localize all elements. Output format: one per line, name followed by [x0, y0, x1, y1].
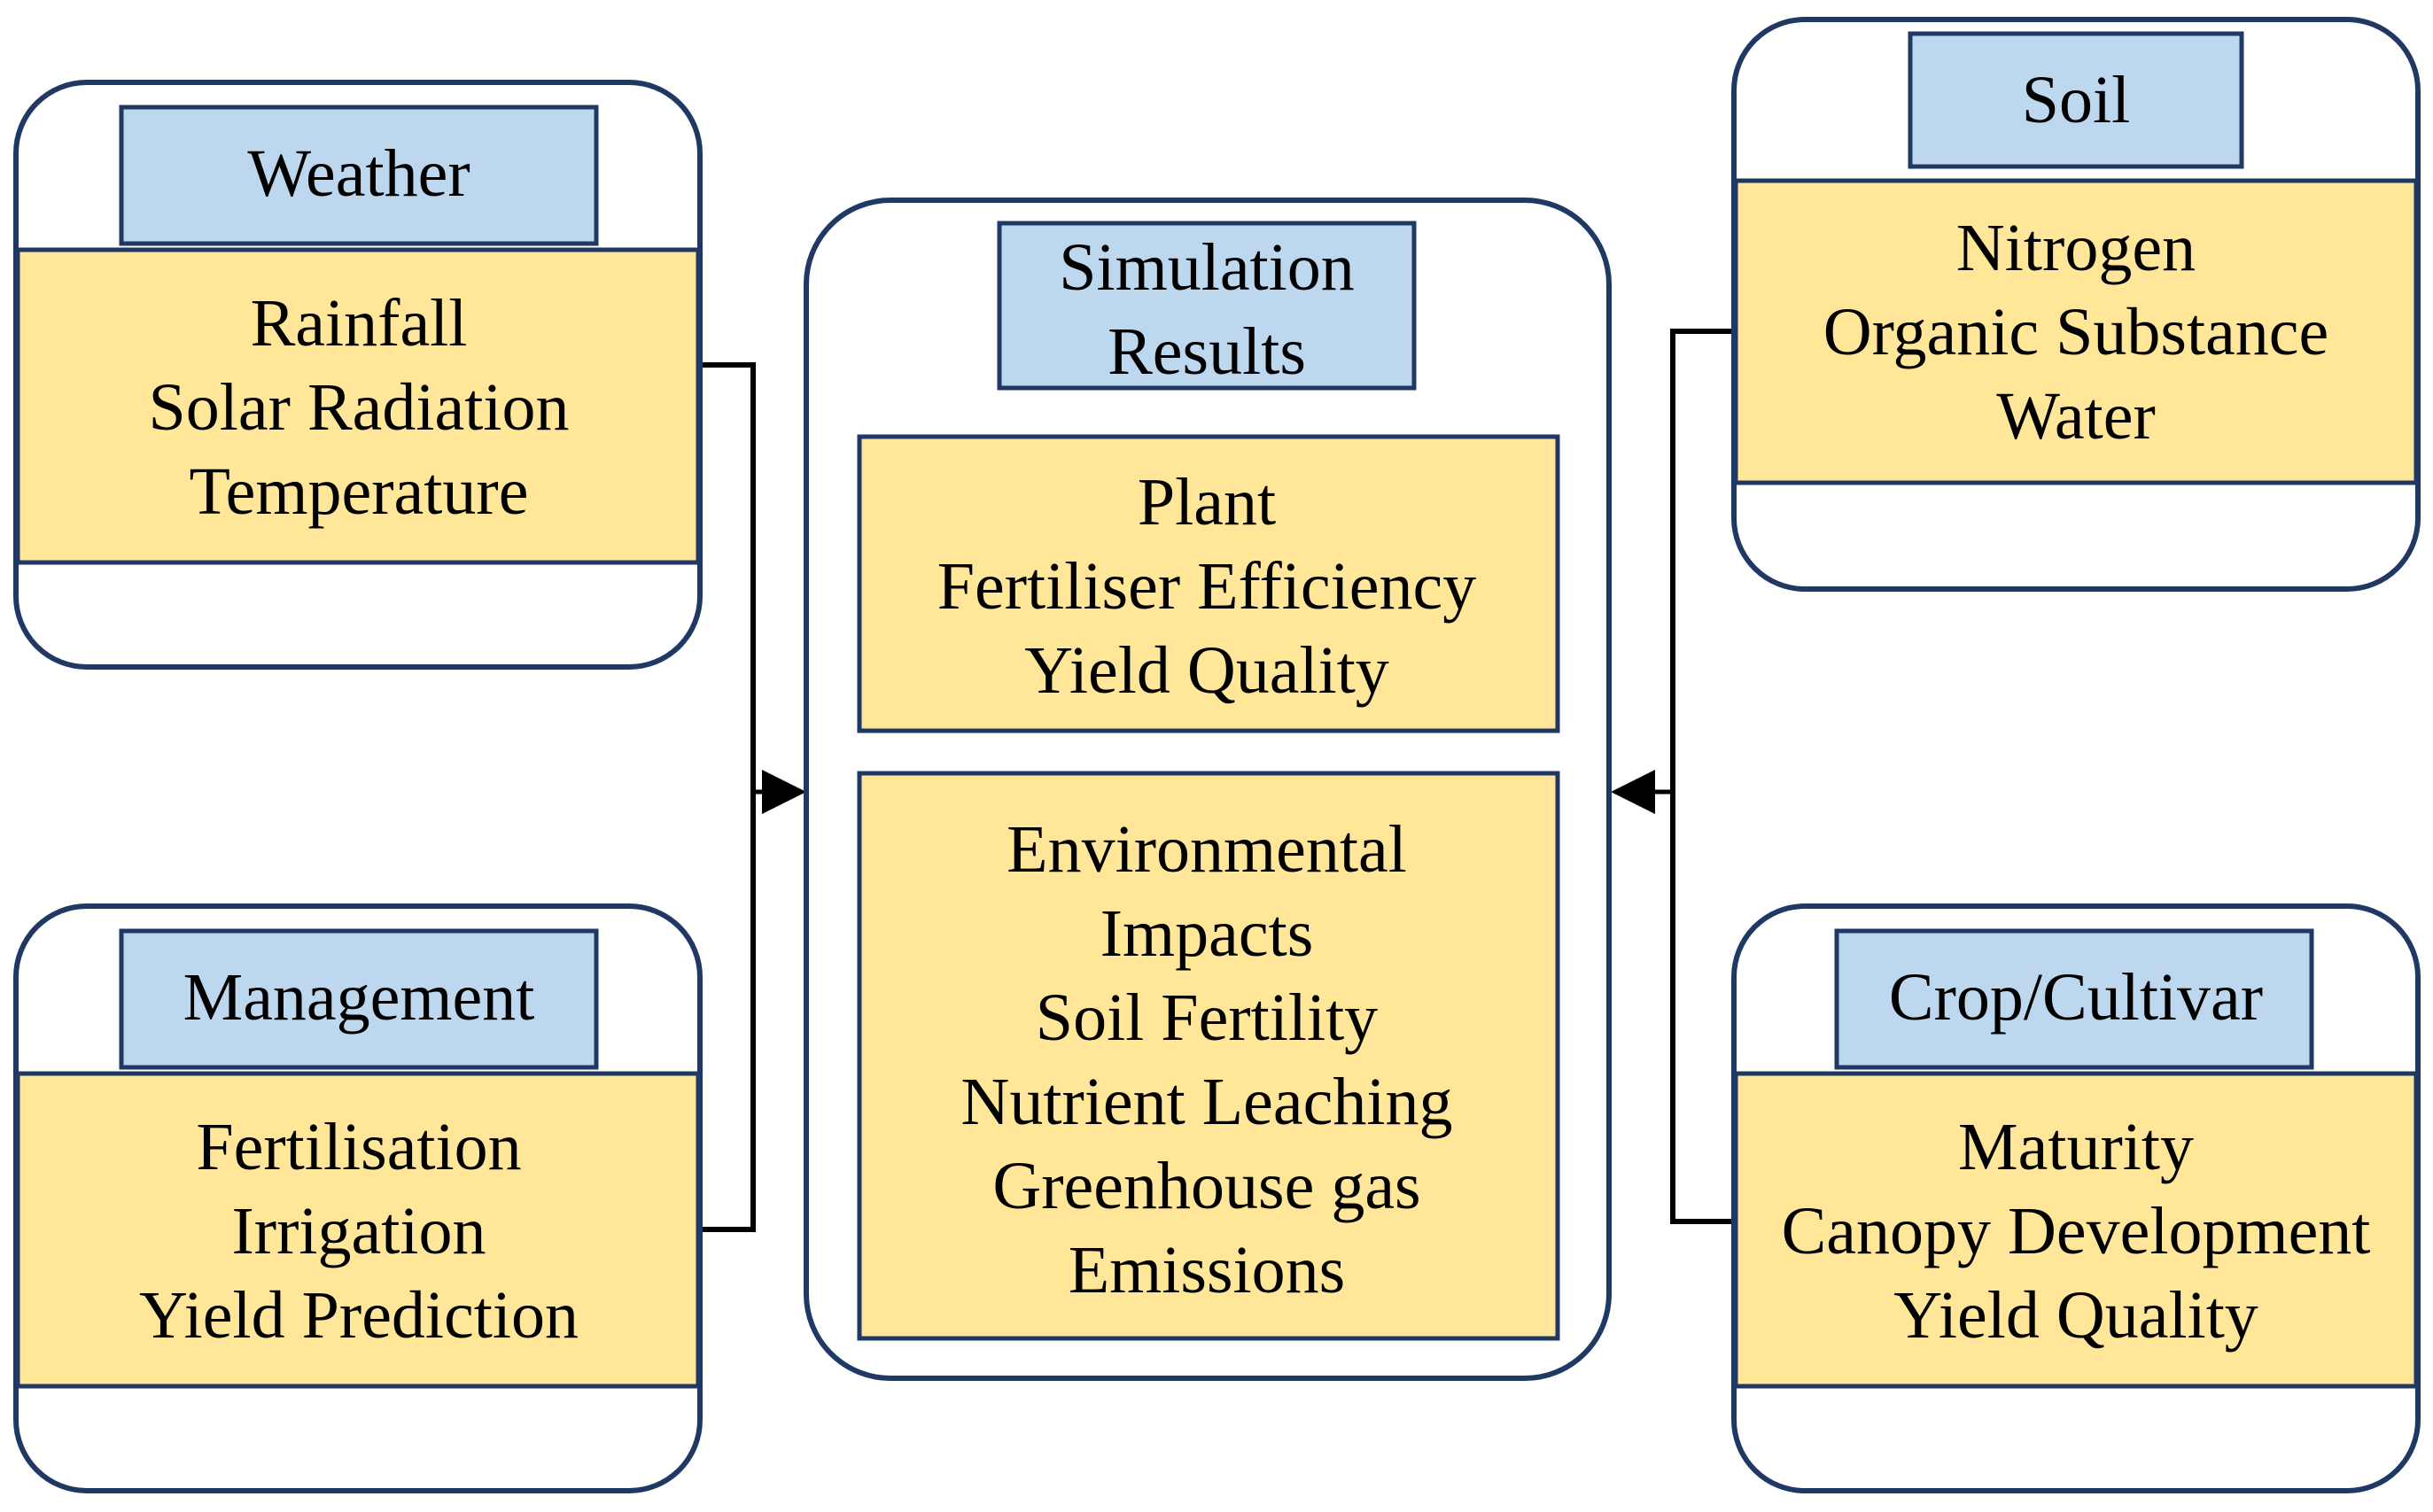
management-header	[119, 928, 599, 1070]
crop-connector	[1670, 792, 1734, 1224]
weather-item: Rainfall	[251, 286, 468, 361]
connectors	[700, 329, 1734, 1232]
management-item: Fertilisation	[196, 1110, 521, 1184]
plant-result-item: Fertiliser Efficiency	[937, 549, 1476, 624]
environment-result-item: Soil Fertility	[1036, 981, 1378, 1055]
crop-item: Maturity	[1958, 1110, 2194, 1184]
management-item: Irrigation	[231, 1194, 486, 1268]
environment-results-panel	[857, 771, 1560, 1341]
weather-item: Solar Radiation	[149, 370, 570, 445]
management-connector	[700, 792, 756, 1232]
soil-header	[1908, 31, 2244, 169]
weather-header	[119, 105, 599, 246]
environment-result-item: Emissions	[1069, 1233, 1346, 1307]
management-box: Management Fertilisation Irrigation Yiel…	[13, 903, 703, 1493]
crop-box: Crop/Cultivar Maturity Canopy Developmen…	[1731, 903, 2421, 1493]
crop-title: Crop/Cultivar	[1889, 960, 2263, 1035]
environment-result-item: Impacts	[1100, 896, 1314, 971]
weather-body	[15, 247, 701, 565]
soil-item: Organic Substance	[1823, 295, 2329, 369]
environment-result-item: Greenhouse gas	[992, 1149, 1420, 1223]
results-box: Simulation Results Plant Fertiliser Effi…	[804, 198, 1612, 1381]
weather-connector	[700, 362, 756, 792]
plant-result-item: Plant	[1138, 465, 1276, 539]
weather-item: Temperature	[190, 454, 529, 529]
soil-title: Soil	[2022, 63, 2131, 137]
soil-body	[1733, 178, 2419, 485]
weather-box: Weather Rainfall Solar Radiation Tempera…	[13, 80, 703, 670]
crop-item: Canopy Development	[1782, 1194, 2371, 1268]
crop-item: Yield Quality	[1893, 1278, 2258, 1353]
soil-connector	[1670, 329, 1734, 792]
soil-item: Nitrogen	[1956, 211, 2196, 285]
management-title: Management	[183, 960, 535, 1035]
plant-results-panel	[857, 434, 1560, 733]
plant-result-item: Yield Quality	[1024, 633, 1389, 708]
environment-result-item: Environmental	[1007, 812, 1407, 887]
crop-body	[1733, 1071, 2419, 1389]
results-title-line: Results	[1108, 314, 1306, 389]
soil-item: Water	[1996, 379, 2156, 454]
soil-box: Soil Nitrogen Organic Substance Water	[1731, 17, 2421, 592]
results-header	[997, 221, 1417, 391]
crop-header	[1834, 928, 2314, 1070]
results-title-line: Simulation	[1059, 230, 1355, 305]
weather-title: Weather	[247, 136, 470, 211]
management-body	[15, 1071, 701, 1389]
management-item: Yield Prediction	[139, 1278, 579, 1353]
environment-result-item: Nutrient Leaching	[960, 1065, 1452, 1139]
